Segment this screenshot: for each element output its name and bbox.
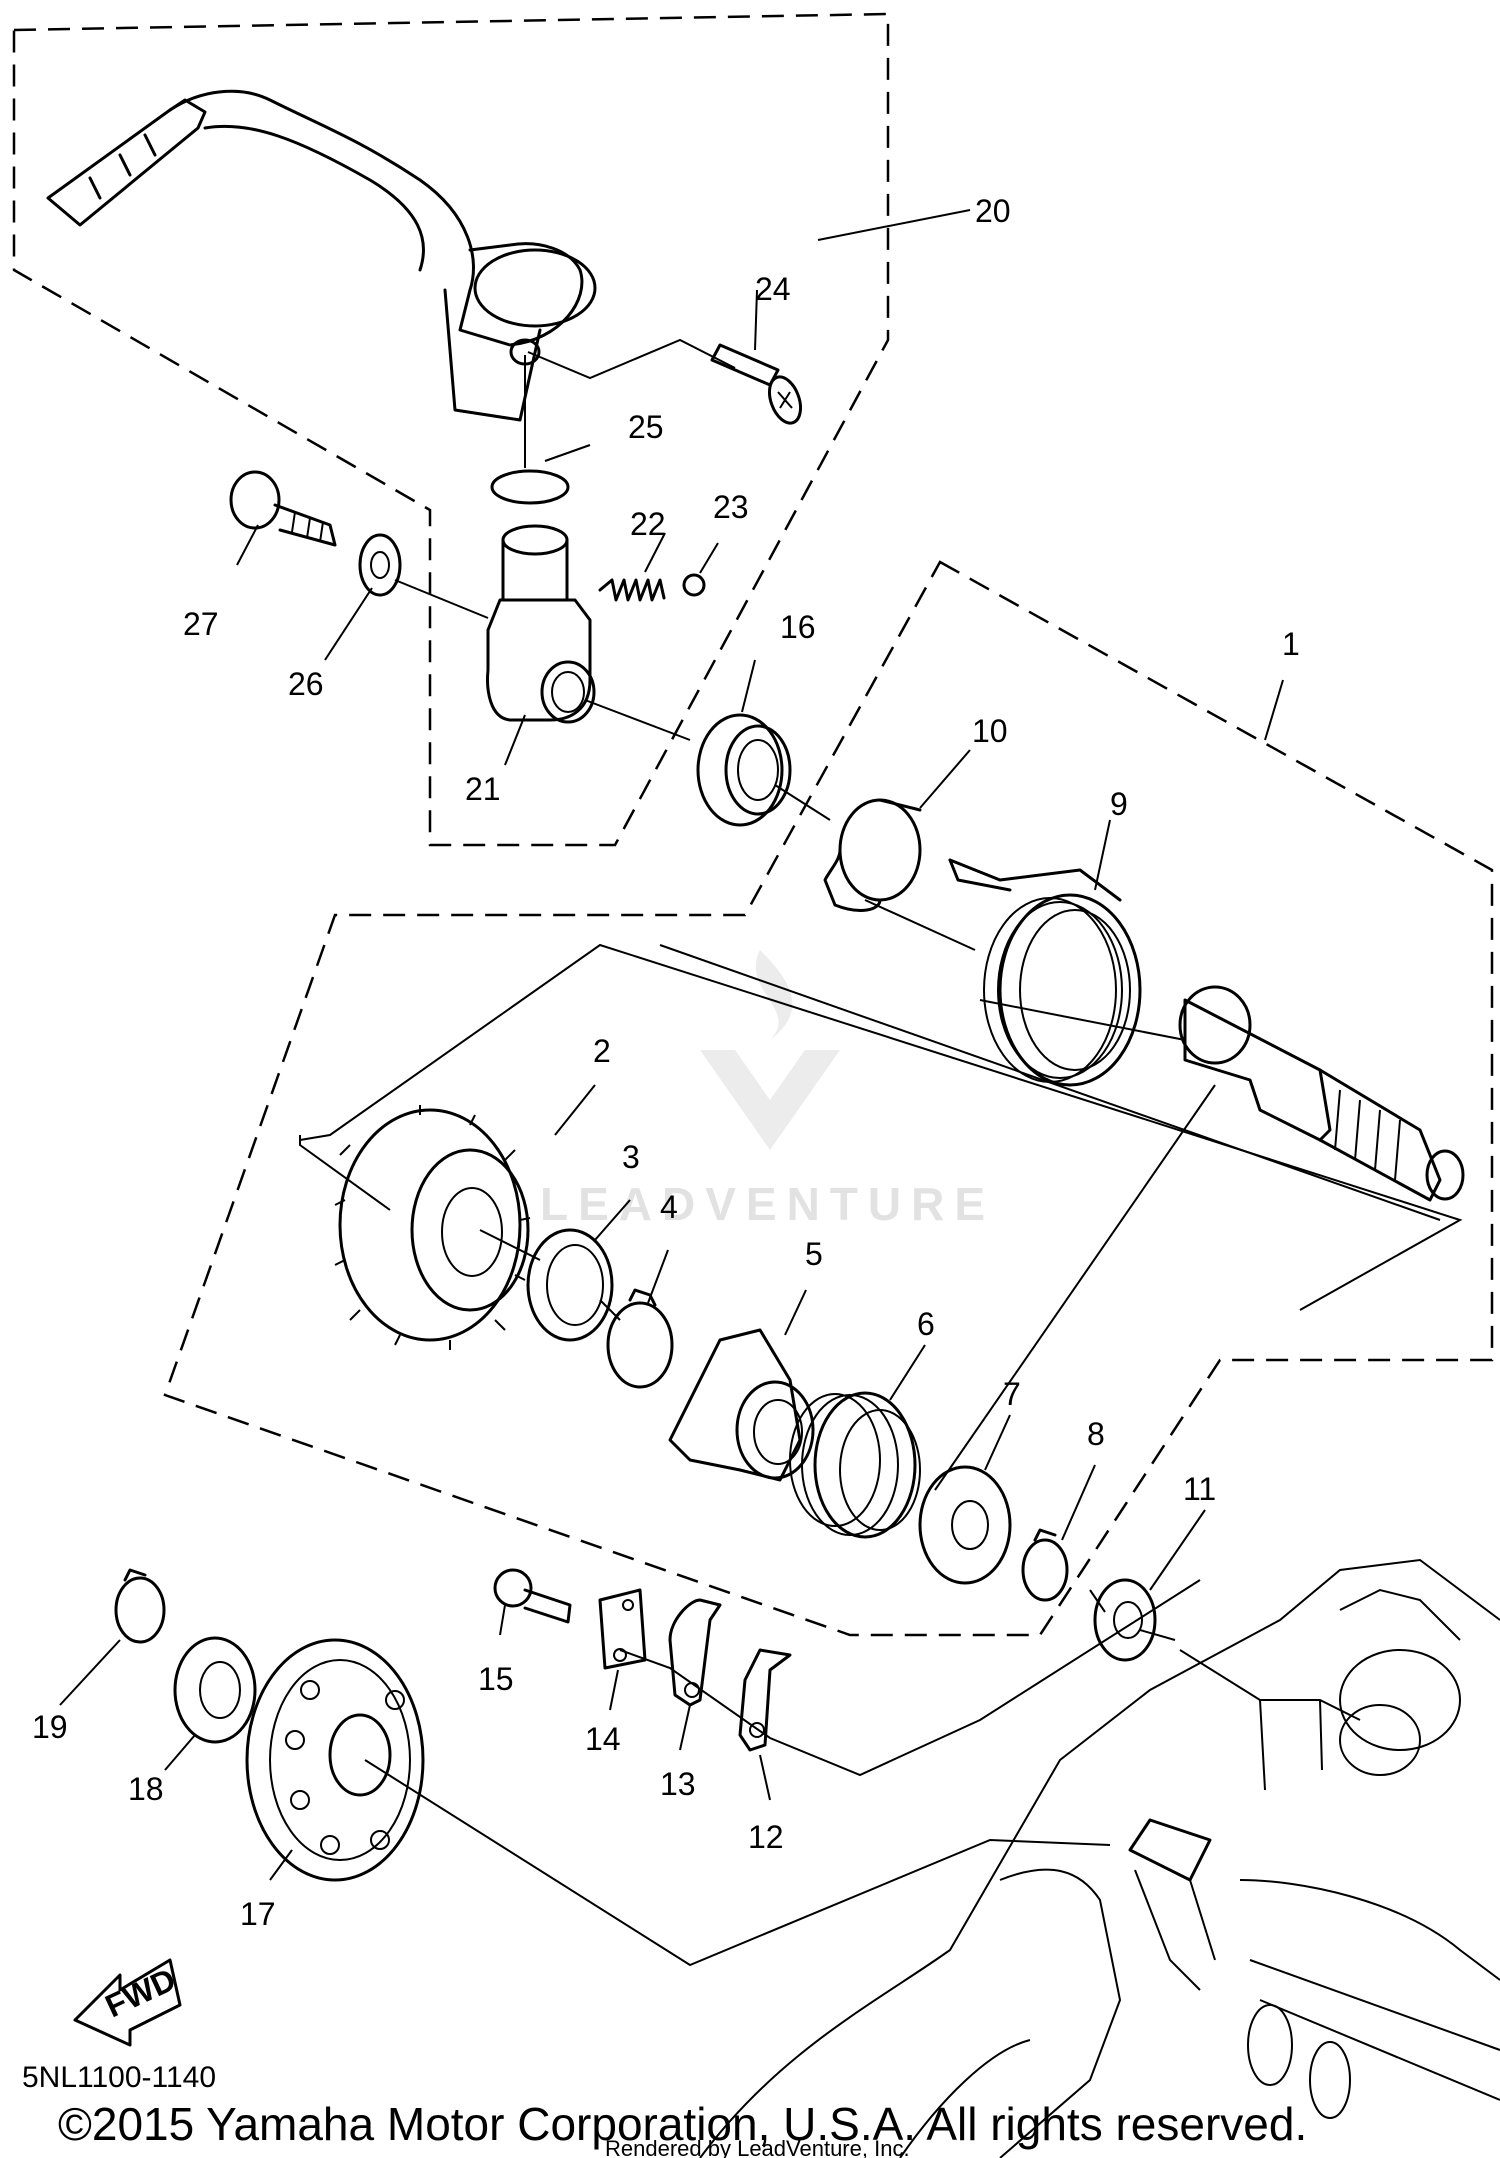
fwd-label: FWD bbox=[100, 1961, 181, 2024]
ratchet-5 bbox=[668, 1328, 815, 1482]
bolt-27 bbox=[229, 470, 337, 547]
callout-14: 14 bbox=[585, 1721, 621, 1757]
fwd-arrow-icon: FWD bbox=[73, 1958, 182, 2047]
washer-7 bbox=[918, 1465, 1012, 1585]
rendered-by: Rendered by LeadVenture, Inc. bbox=[605, 2136, 910, 2158]
crankcase bbox=[699, 1558, 1500, 2158]
watermark: LEADVENTURE bbox=[540, 950, 995, 1230]
callout-25: 25 bbox=[628, 409, 664, 445]
leader-lines bbox=[59, 209, 1441, 1967]
kick-shaft-21 bbox=[486, 524, 596, 724]
guide-12 bbox=[738, 1648, 792, 1752]
callout-19: 19 bbox=[32, 1709, 68, 1745]
callout-16: 16 bbox=[780, 609, 816, 645]
washer-11 bbox=[1093, 1578, 1157, 1662]
group-bracket-1 bbox=[299, 943, 1463, 1311]
bolt-15 bbox=[493, 1568, 572, 1624]
callout-21: 21 bbox=[465, 771, 501, 807]
callout-24: 24 bbox=[755, 271, 791, 307]
bearing-16 bbox=[696, 713, 792, 827]
circlip-19 bbox=[114, 1568, 166, 1644]
callout-15: 15 bbox=[478, 1661, 514, 1697]
spring-6 bbox=[789, 1391, 921, 1539]
callout-20: 20 bbox=[975, 193, 1011, 229]
callout-27: 27 bbox=[183, 606, 219, 642]
guide-13 bbox=[668, 1598, 722, 1707]
callout-4: 4 bbox=[660, 1189, 678, 1225]
callout-23: 23 bbox=[713, 489, 749, 525]
callout-8: 8 bbox=[1087, 1416, 1105, 1452]
o-ring-25 bbox=[490, 469, 570, 505]
callout-9: 9 bbox=[1110, 786, 1128, 822]
callout-2: 2 bbox=[593, 1033, 611, 1069]
kick-lever bbox=[46, 89, 597, 422]
watermark-logo-icon bbox=[700, 1050, 840, 1150]
callout-13: 13 bbox=[660, 1766, 696, 1802]
callout-7: 7 bbox=[1003, 1376, 1021, 1412]
callout-6: 6 bbox=[917, 1306, 935, 1342]
watermark-text: LEADVENTURE bbox=[540, 1178, 995, 1230]
ball-23 bbox=[682, 573, 706, 597]
copyright: ©2015 Yamaha Motor Corporation, U.S.A. A… bbox=[58, 2098, 1307, 2150]
washer-3 bbox=[526, 1228, 614, 1342]
circlip-8 bbox=[1021, 1528, 1069, 1602]
callout-10: 10 bbox=[972, 713, 1008, 749]
callout-22: 22 bbox=[630, 506, 666, 542]
kick-axle bbox=[1178, 985, 1465, 1202]
group-outline-20 bbox=[12, 12, 890, 847]
diagram-code: 5NL1100-1140 bbox=[22, 2061, 216, 2094]
bolt-24 bbox=[710, 343, 803, 425]
callout-17: 17 bbox=[240, 1896, 276, 1932]
washer-26 bbox=[358, 533, 402, 597]
idler-gear-17 bbox=[245, 1638, 425, 1882]
torsion-spring-9 bbox=[948, 858, 1142, 1087]
washer-18 bbox=[173, 1636, 257, 1744]
kick-gear-2 bbox=[334, 1105, 531, 1350]
group-outline-1 bbox=[163, 560, 1494, 1637]
spring-22 bbox=[598, 578, 666, 602]
callout-26: 26 bbox=[288, 666, 324, 702]
callout-1: 1 bbox=[1282, 626, 1300, 662]
callouts: 20 24 25 22 23 27 26 21 16 1 10 9 2 3 4 … bbox=[32, 193, 1300, 1932]
circlip-4 bbox=[606, 1288, 674, 1389]
callout-3: 3 bbox=[622, 1139, 640, 1175]
callout-18: 18 bbox=[128, 1771, 164, 1807]
callout-11: 11 bbox=[1183, 1471, 1216, 1507]
callout-12: 12 bbox=[748, 1819, 784, 1855]
collar-10 bbox=[823, 798, 922, 912]
callout-5: 5 bbox=[805, 1236, 823, 1272]
